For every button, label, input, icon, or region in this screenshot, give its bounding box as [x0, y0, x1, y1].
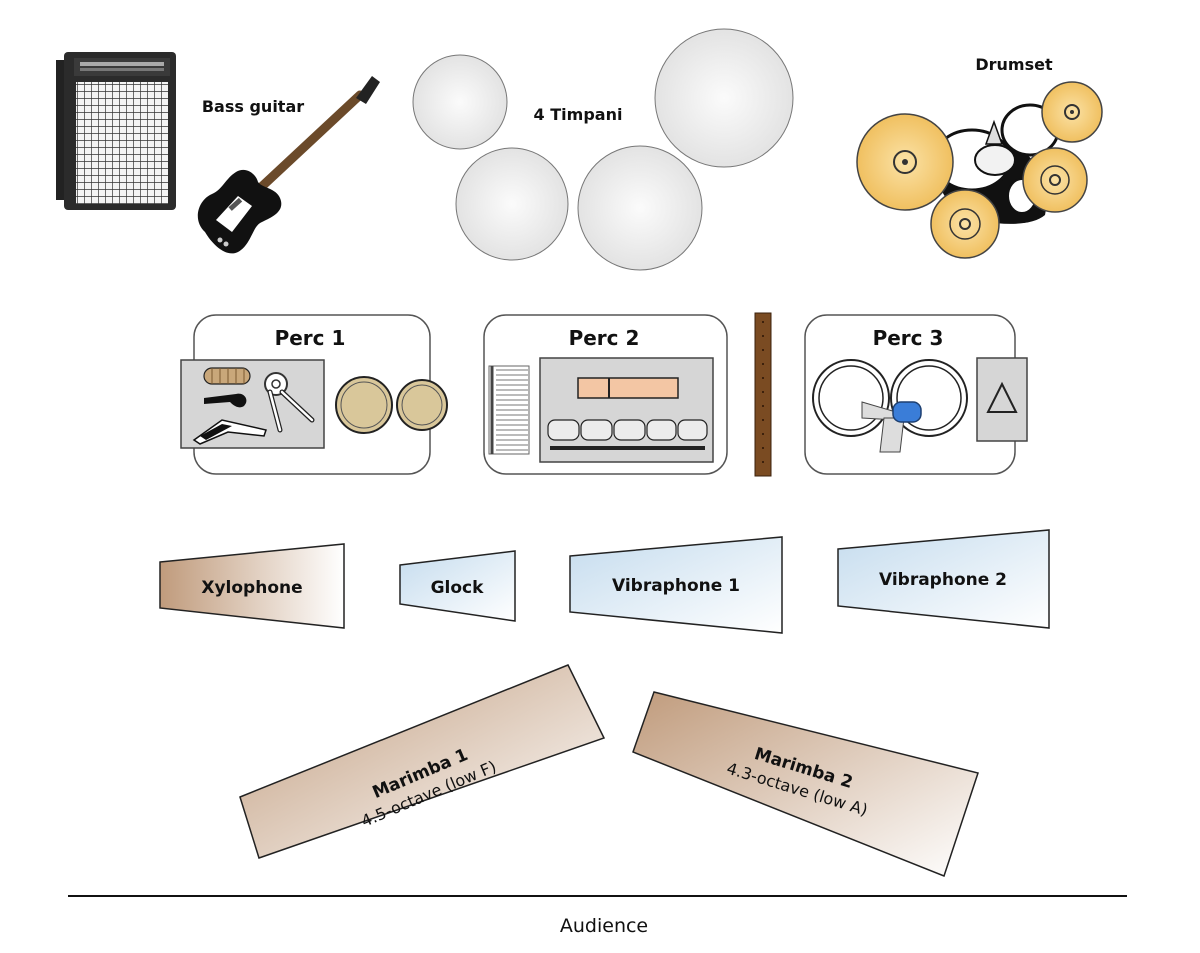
glock: Glock [399, 550, 516, 622]
glock-label: Glock [431, 578, 485, 598]
drumset-icon [856, 81, 1103, 259]
perc2-label: Perc 2 [569, 326, 640, 350]
timpani-drum-3 [577, 145, 703, 271]
vibraphone-2: Vibraphone 2 [837, 529, 1050, 629]
tom-drums-icon [812, 359, 968, 453]
cymbal-icon [1022, 147, 1088, 213]
bass-guitar-icon [197, 76, 380, 254]
perc2-station: Perc 2 [483, 314, 728, 475]
timpani-drum-1 [412, 54, 508, 150]
marimba-2: Marimba 2 4.3-octave (low A) [632, 691, 979, 877]
perc1-station: Perc 1 [180, 314, 448, 475]
bass-guitar-label: Bass guitar [202, 97, 304, 116]
perc3-station: Perc 3 [804, 314, 1028, 475]
vibraphone1-label: Vibraphone 1 [612, 576, 740, 596]
cymbal-icon [930, 189, 1000, 259]
chimes-icon [488, 365, 530, 455]
triangle-beater-icon [264, 372, 315, 433]
cymbal-icon [856, 113, 954, 211]
audience-label: Audience [560, 915, 648, 937]
vibraphone-1: Vibraphone 1 [569, 536, 783, 634]
temple-blocks-icon [547, 419, 708, 450]
bongo-drum-icon [335, 376, 448, 434]
timpani-label: 4 Timpani [534, 105, 623, 124]
triangle-icon [976, 357, 1028, 442]
woodblock-icon [577, 377, 679, 399]
timpani-drum-4 [654, 28, 794, 168]
vibraphone2-label: Vibraphone 2 [879, 570, 1007, 590]
perc2-tray [539, 357, 714, 463]
xylophone: Xylophone [159, 543, 345, 629]
timpani-group [412, 28, 794, 271]
shaker-icon [203, 367, 251, 385]
bass-amp-icon [56, 52, 176, 210]
drumset-label: Drumset [975, 55, 1053, 74]
clapper-icon [192, 419, 267, 445]
xylophone-label: Xylophone [201, 578, 302, 598]
rail-stand-icon [754, 312, 772, 477]
perc3-label: Perc 3 [873, 326, 944, 350]
perc1-label: Perc 1 [275, 326, 346, 350]
timpani-drum-2 [455, 147, 569, 261]
whistle-icon [204, 393, 247, 408]
cymbal-icon [1041, 81, 1103, 143]
marimba-1: Marimba 1 4.5-octave (low F) [239, 664, 606, 859]
